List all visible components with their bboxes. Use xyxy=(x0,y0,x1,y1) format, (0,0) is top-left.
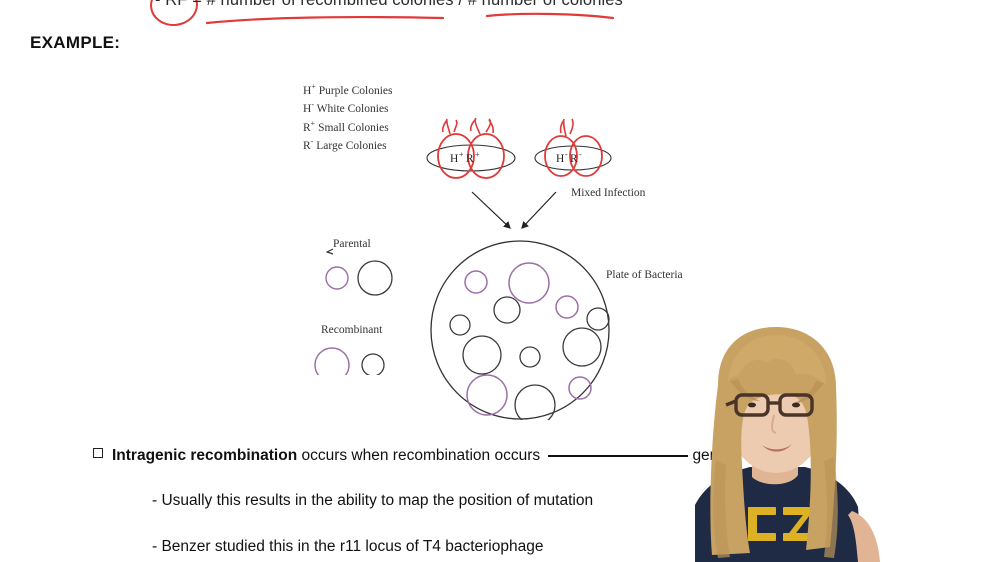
presenter-hair xyxy=(710,327,837,555)
bullet-intragenic-recombination: Intragenic recombination occurs when rec… xyxy=(93,447,727,465)
colony-purple xyxy=(568,376,592,400)
colony-black xyxy=(562,327,602,367)
fill-in-blank xyxy=(548,455,689,457)
legend-item: R+ Small Colonies xyxy=(303,118,389,134)
svg-text:H: H xyxy=(450,153,458,165)
presenter-shirt xyxy=(695,467,862,562)
diagram-legend: H+ Purple Colonies H- White Colonies R+ … xyxy=(303,80,393,154)
formula-text: - RF = # number of recombined colonies /… xyxy=(155,0,623,9)
colony-purple xyxy=(555,295,579,319)
presenter-neck xyxy=(752,451,798,485)
bullet-square-icon xyxy=(93,448,103,458)
mixed-infection-label: Mixed Infection xyxy=(571,187,646,199)
key-colony-symbols xyxy=(310,255,420,383)
presenter-figure xyxy=(695,327,880,562)
infecting-cells-diagram: H + R + H - R - xyxy=(418,118,638,198)
bullet-after-text: gene xyxy=(692,447,727,464)
key-parental-black-large xyxy=(357,260,393,296)
legend-item: H+ Purple Colonies xyxy=(303,82,393,97)
plate-of-bacteria-label: Plate of Bacteria xyxy=(606,269,683,281)
svg-text:+: + xyxy=(475,150,480,159)
bullet-term: Intragenic recombination xyxy=(112,447,298,464)
colony-black xyxy=(586,307,610,331)
presenter-mouth xyxy=(762,444,792,452)
colony-purple xyxy=(466,374,508,416)
legend-item: R- Large Colonies xyxy=(303,137,387,153)
svg-text:R: R xyxy=(466,153,474,165)
svg-text:-: - xyxy=(579,150,582,159)
colony-purple xyxy=(508,262,550,304)
colony-black xyxy=(462,335,502,375)
key-parental-label: Parental xyxy=(333,238,371,250)
svg-text:+: + xyxy=(459,150,464,159)
key-parental-purple-small xyxy=(325,266,349,290)
key-recombinant-black-small xyxy=(361,353,385,377)
cell-h-plus-r-plus xyxy=(426,118,516,179)
colony-purple xyxy=(464,270,488,294)
key-pointer-mark xyxy=(325,243,334,255)
colony-black xyxy=(493,296,521,324)
presenter-shirt-graphic xyxy=(748,507,816,541)
colony-black xyxy=(519,346,541,368)
presenter-face xyxy=(728,361,824,473)
presenter-eye-left xyxy=(748,402,756,408)
legend-item: H- White Colonies xyxy=(303,100,389,116)
svg-text:R: R xyxy=(570,153,578,165)
colony-group xyxy=(449,262,610,426)
bullet-middle-text: occurs when recombination occurs xyxy=(297,447,545,464)
svg-text:-: - xyxy=(565,150,568,159)
key-recombinant-label: Recombinant xyxy=(321,324,383,336)
svg-text:H: H xyxy=(556,153,564,165)
sub-bullet-2: - Benzer studied this in the r11 locus o… xyxy=(152,538,544,555)
petri-dish-diagram xyxy=(420,240,630,426)
sub-bullet-1: - Usually this results in the ability to… xyxy=(152,492,594,509)
page-title: EXAMPLE: xyxy=(30,33,121,52)
presenter-glasses xyxy=(725,393,814,417)
key-recombinant-purple-large xyxy=(314,347,350,383)
infection-arrows xyxy=(470,190,580,240)
presenter-video-overlay xyxy=(600,255,1000,562)
presenter-eye-right xyxy=(792,402,800,408)
cell-h-minus-r-minus xyxy=(534,118,612,177)
presenter-bangs xyxy=(728,335,826,385)
colony-black xyxy=(449,314,471,336)
